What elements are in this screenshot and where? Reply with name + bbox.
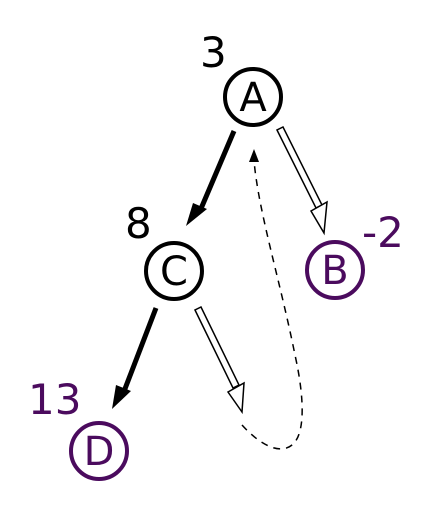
node-a-value: 3 <box>200 28 227 77</box>
dashed-return-path <box>241 149 303 450</box>
node-d: D 13 <box>28 375 129 481</box>
node-c-value: 8 <box>125 199 152 248</box>
node-c: C 8 <box>125 199 204 301</box>
hollow-arrow-a-to-b <box>275 125 328 236</box>
node-a: A 3 <box>200 28 283 127</box>
node-b-value: -2 <box>362 208 404 257</box>
edge-a-to-c <box>186 130 237 226</box>
node-a-label: A <box>239 75 267 121</box>
node-b: B -2 <box>305 208 404 300</box>
edge-c-to-d <box>112 307 159 409</box>
node-b-label: B <box>321 248 348 294</box>
hollow-arrow-c-to-end <box>194 305 245 415</box>
node-c-label: C <box>160 249 188 295</box>
node-d-label: D <box>84 429 115 475</box>
node-d-value: 13 <box>28 375 81 424</box>
